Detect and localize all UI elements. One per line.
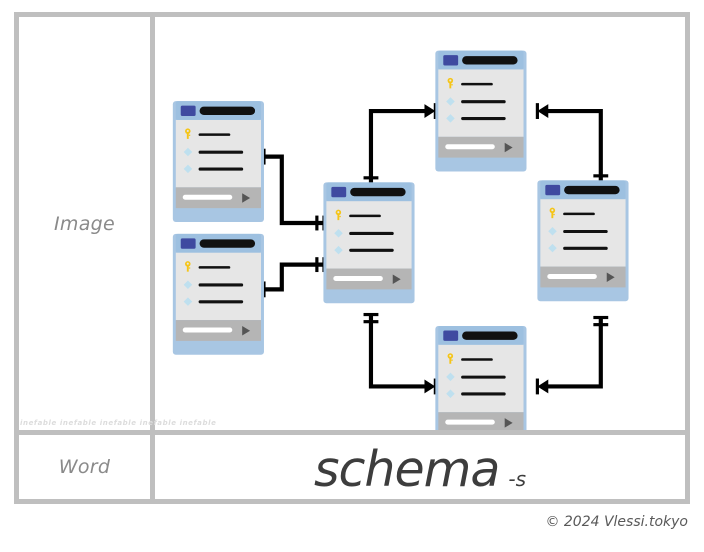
image-row-label-cell: Image (19, 17, 150, 430)
crows-foot-top-left (424, 103, 437, 119)
relationship-connectors (263, 108, 603, 389)
table-card-lower-left[interactable] (172, 233, 264, 355)
crows-foot-bottom-right (535, 378, 549, 395)
word-row-label-cell: Word (19, 435, 150, 499)
word-wrapper: schema -s (314, 445, 526, 494)
relationship-center-bottom (368, 315, 430, 389)
table-card-upper-left[interactable] (172, 101, 264, 223)
crows-foot-bottom-left (424, 378, 437, 395)
vocabulary-word: schema (313, 440, 500, 498)
crows-foot-top-right (535, 103, 549, 119)
vocabulary-word-suffix: -s (508, 466, 527, 491)
schema-diagram-cell (155, 17, 685, 430)
table-card-bottom[interactable] (435, 326, 527, 430)
relationship-upperleft-center (263, 154, 324, 226)
copyright-notice: © 2024 Vlessi.tokyo (545, 514, 688, 530)
relationship-lowerleft-center (263, 262, 324, 292)
flashcard-table: Image (14, 12, 690, 504)
word-content-cell: schema -s (155, 435, 685, 499)
table-card-top[interactable] (435, 50, 527, 172)
schema-diagram (172, 50, 629, 430)
relationship-top-right (543, 108, 603, 183)
table-card-right[interactable] (537, 180, 629, 302)
word-row: Word schema -s (19, 435, 685, 499)
relationship-center-top (368, 108, 430, 185)
relationship-bottom-right (543, 318, 603, 389)
image-row-label: Image (53, 212, 115, 235)
word-row-label: Word (58, 456, 111, 478)
cardinality-markers (253, 103, 609, 395)
image-row: Image (19, 17, 685, 430)
table-card-center[interactable] (323, 182, 415, 304)
